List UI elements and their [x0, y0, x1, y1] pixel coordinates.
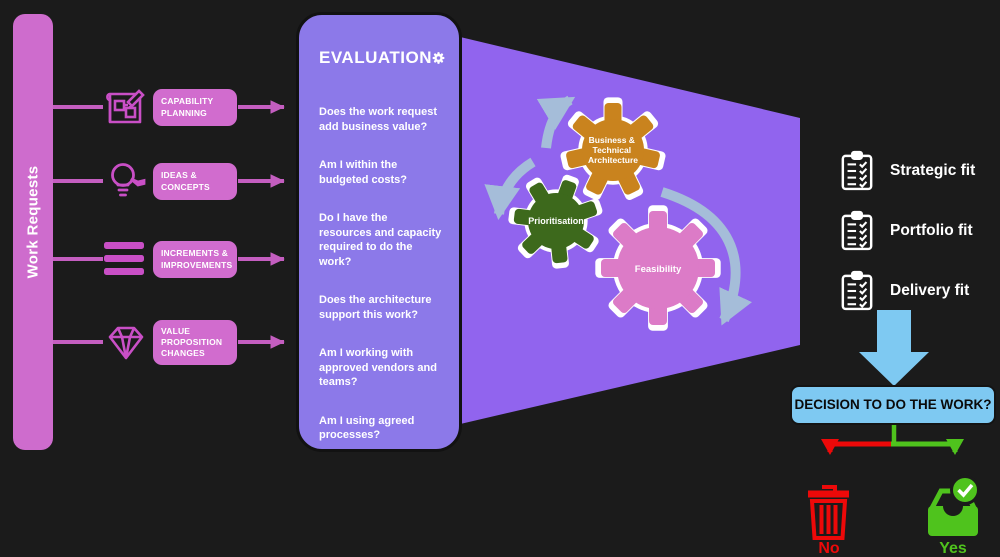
clipboard-icon	[841, 270, 873, 311]
gear-prioritisation: Prioritisation	[508, 174, 603, 269]
diamond-icon	[108, 326, 144, 360]
box-to-panel-arrows	[238, 100, 285, 349]
gear-label: Business & Technical Architecture	[588, 135, 638, 165]
fit-row-strategic: Strategic fit	[840, 150, 975, 192]
bar-to-icon-connectors	[53, 105, 103, 344]
lightbulb-icon	[111, 163, 146, 197]
arc-arrow-left-down	[484, 157, 536, 220]
request-box-label: INCREMENTS & IMPROVEMENTS	[161, 248, 233, 270]
fit-label-strategic: Strategic fit	[890, 162, 976, 179]
blueprint-icon	[106, 89, 145, 124]
decision-box: DECISION TO DO THE WORK?	[790, 385, 996, 425]
evaluation-question: Does the architecture support this work?	[319, 294, 432, 321]
evaluation-question: Do I have the resources and capacity req…	[319, 212, 442, 268]
fit-label-portfolio: Portfolio fit	[890, 222, 973, 239]
decision-branches	[820, 425, 964, 456]
evaluation-panel: EVALUATION Does the work request add bus…	[296, 12, 462, 452]
outcome-label-no: No	[818, 540, 840, 557]
arc-arrow-up	[536, 95, 576, 149]
request-box-label: IDEAS & CONCEPTS	[161, 170, 210, 192]
work-requests-bar	[13, 14, 53, 450]
gear-label: Feasibility	[635, 264, 682, 275]
fit-label-delivery: Delivery fit	[890, 282, 970, 299]
request-box-label: VALUE PROPOSITION CHANGES	[161, 325, 223, 359]
evaluation-question: Am I working with approved vendors and t…	[319, 347, 437, 389]
evaluation-question: Am I within the budgeted costs?	[319, 159, 408, 186]
request-box-ideas-concepts: IDEAS & CONCEPTS	[153, 163, 237, 200]
clipboard-icon	[841, 150, 873, 191]
trash-icon	[808, 485, 849, 540]
work-requests-label: Work Requests	[24, 165, 42, 279]
request-box-label: CAPABILITY PLANNING	[161, 96, 214, 118]
request-box-capability-planning: CAPABILITY PLANNING	[153, 89, 237, 126]
arc-arrow-right-down	[660, 187, 753, 326]
gear-business-technical-architecture: Business & Technical Architecture	[560, 97, 666, 200]
fit-row-delivery: Delivery fit	[840, 270, 969, 312]
evaluation-title: EVALUATION	[319, 48, 432, 67]
decision-label: DECISION TO DO THE WORK?	[794, 396, 992, 412]
gear-feasibility: Feasibility	[595, 205, 721, 331]
gear-icon	[432, 52, 445, 64]
request-box-increments-improvements: INCREMENTS & IMPROVEMENTS	[153, 241, 237, 278]
evaluation-header: EVALUATION	[299, 15, 459, 79]
clipboard-icon	[841, 210, 873, 251]
request-box-value-proposition-changes: VALUE PROPOSITION CHANGES	[153, 320, 237, 365]
gear-label: Prioritisation	[528, 216, 584, 226]
fit-row-portfolio: Portfolio fit	[840, 210, 973, 252]
cycle-arrows	[484, 95, 753, 326]
list-icon	[104, 242, 144, 275]
evaluation-question: Does the work request add business value…	[319, 106, 437, 133]
outcome-label-yes: Yes	[939, 540, 967, 557]
inbox-check-icon	[928, 475, 980, 536]
decision-down-arrow	[859, 310, 929, 386]
evaluation-questions: Does the work request add business value…	[299, 105, 459, 443]
evaluation-question: Am I using agreed processes?	[319, 414, 415, 442]
